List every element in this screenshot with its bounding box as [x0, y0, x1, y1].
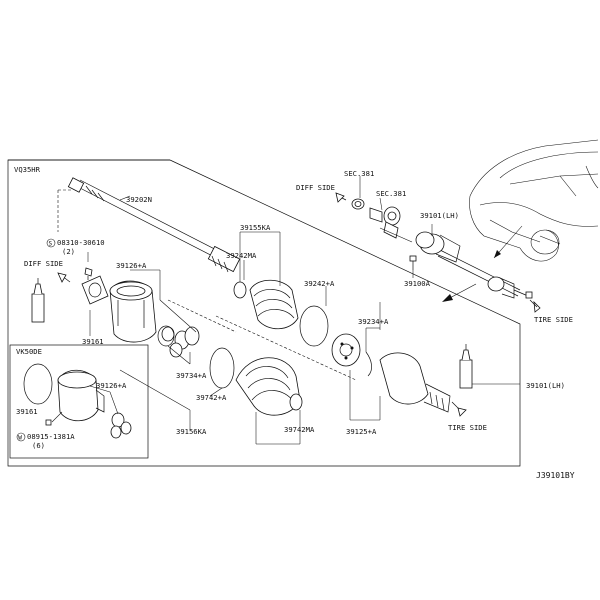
bolt-w-qty: (6) [32, 441, 45, 450]
part-39101-lh-top: 39101(LH) [420, 211, 459, 220]
part-39242a: 39242+A [304, 279, 335, 288]
outer-cv-joint [331, 333, 372, 377]
bolt-w-circle-icon [16, 432, 26, 442]
part-39742a: 39742+A [196, 393, 227, 402]
engine-code-alt: VK50DE [16, 347, 42, 356]
tripod-joint [161, 326, 200, 358]
diff-side-label-left: DIFF SIDE [24, 259, 63, 268]
sec-381-label-b: SEC.381 [376, 189, 406, 198]
outer-boot-39155ka [233, 279, 329, 347]
engine-code-main: VQ35HR [14, 165, 41, 174]
tire-side-arrow-bottom-icon [451, 401, 467, 417]
bolt-w-code: 08915-1381A [27, 432, 75, 441]
plate-39161 [81, 275, 109, 305]
part-39734a: 39734+A [176, 371, 207, 380]
tire-side-label-top: TIRE SIDE [534, 315, 573, 324]
bolt-39100a-icon [409, 255, 417, 270]
part-39161-inset: 39161 [16, 407, 38, 416]
car-pointer-arrow-a [494, 250, 501, 258]
bolt-s-prefix: S [49, 241, 53, 248]
inset-joint-housing [23, 363, 132, 439]
snap-ring-39734 [157, 325, 175, 347]
sec-381-label-a: SEC.381 [344, 169, 374, 178]
tire-side-arrow-top-icon [529, 299, 541, 313]
car-pointer-line-b [539, 235, 561, 245]
part-39126a: 39126+A [116, 261, 147, 270]
diff-side-arrow-left-icon [57, 272, 71, 283]
shaft-39202n [67, 177, 241, 273]
diff-side-label-top: DIFF SIDE [296, 183, 335, 192]
part-39156ka: 39156KA [176, 427, 207, 436]
inset-box-vk50de [9, 344, 149, 459]
part-39742ma: 39742MA [284, 425, 315, 434]
part-39161: 39161 [82, 337, 104, 346]
part-39155ka: 39155KA [240, 223, 271, 232]
vehicle-outline-icon [469, 139, 599, 262]
half-shaft-assembly-top [415, 231, 533, 299]
part-39242ma: 39242MA [226, 251, 257, 260]
part-39100a: 39100A [404, 279, 431, 288]
bolt-w-prefix: W [18, 435, 22, 442]
part-39202n: 39202N [126, 195, 152, 204]
outer-joint-housing [379, 352, 451, 413]
diff-flange-parts [351, 198, 413, 243]
grease-tube-left-icon [31, 278, 45, 323]
tire-side-label-bottom: TIRE SIDE [448, 423, 487, 432]
bolt-s-circle-icon [46, 238, 56, 248]
part-39101-lh-right: 39101(LH) [526, 381, 565, 390]
part-39125a: 39125+A [346, 427, 377, 436]
bolt-08310-icon [84, 267, 93, 280]
bolt-s-code: 08310-30610 [57, 238, 105, 247]
big-direction-arrow-icon [442, 283, 477, 302]
diagram-code: J39101BY [536, 471, 575, 480]
part-39234a: 39234+A [358, 317, 389, 326]
part-39126a-inset: 39126+A [96, 381, 127, 390]
inner-boot-39742 [209, 347, 303, 416]
inner-joint-housing [109, 280, 157, 343]
diff-side-arrow-top-icon [335, 192, 347, 203]
grease-tube-right-icon [459, 344, 473, 389]
leader-lines [51, 176, 520, 445]
bolt-s-qty: (2) [62, 247, 75, 256]
